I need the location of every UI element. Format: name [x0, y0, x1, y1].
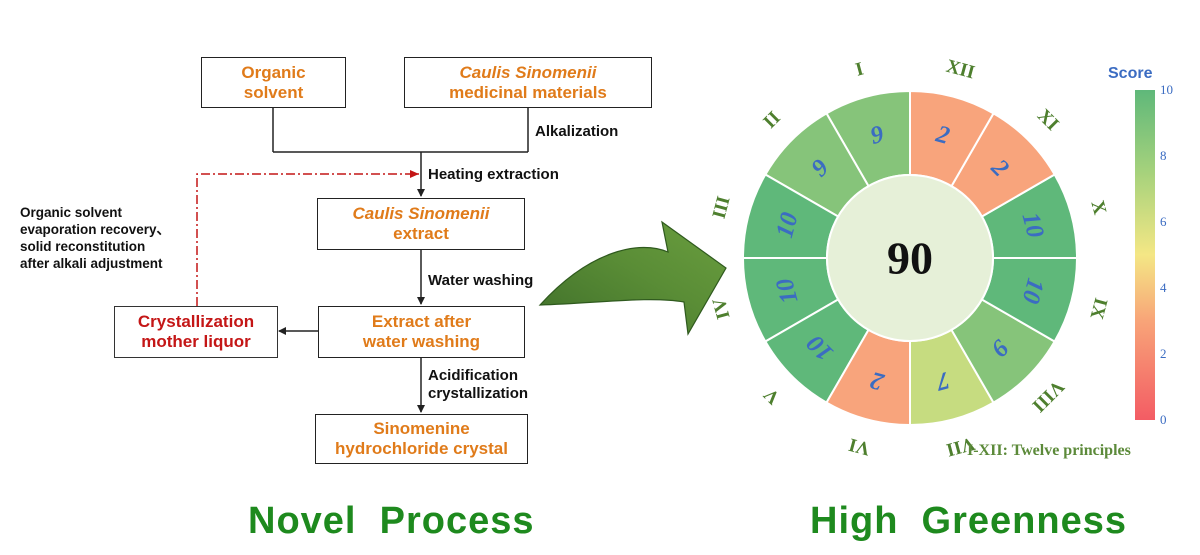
extract-box: Caulis Sinomenii extract — [317, 198, 525, 250]
label-water-washing: Water washing — [428, 272, 534, 289]
crystal-line2: hydrochloride crystal — [335, 439, 508, 458]
wheel-center — [826, 174, 994, 342]
label-acidification: Acidification crystallization — [428, 367, 528, 403]
extract-line2: extract — [393, 224, 449, 243]
recovery-note: Organic solvent evaporation recovery、 so… — [20, 204, 170, 272]
washed-extract-line1: Extract after — [371, 312, 472, 331]
colorbar-tick-0: 0 — [1160, 412, 1167, 427]
organic-solvent-line2: solvent — [243, 82, 304, 102]
caulis-materials-box: Caulis Sinomenii medicinal materials — [404, 57, 652, 108]
caulis-materials-line1: Caulis Sinomenii — [459, 62, 597, 82]
organic-solvent-line1: Organic — [241, 62, 306, 82]
extract-line1: Caulis Sinomenii — [352, 204, 490, 223]
footer-novel-process: Novel Process — [248, 500, 535, 542]
wheel-numeral-viii: VIII — [1028, 376, 1068, 416]
colorbar-title: Score — [1108, 65, 1153, 82]
big-green-arrow — [538, 220, 727, 336]
recovery-note-line3: solid reconstitution — [20, 239, 146, 254]
recovery-note-line4: after alkali adjustment — [20, 256, 163, 271]
crystal-line1: Sinomenine — [373, 419, 470, 438]
mother-liquor-line1: Crystallization — [137, 312, 255, 331]
washed-extract-box: Extract after water washing — [318, 306, 525, 358]
footer-high-greenness: High Greenness — [810, 500, 1127, 542]
colorbar-tick-4: 4 — [1160, 280, 1167, 295]
colorbar-tick-10: 10 — [1160, 82, 1173, 97]
recovery-note-line1: Organic solvent — [20, 205, 123, 220]
label-acidification-line2: crystallization — [428, 385, 529, 402]
colorbar-tick-8: 8 — [1160, 148, 1167, 163]
wheel-numeral-xi: XI — [1033, 105, 1063, 135]
washed-extract-line2: water washing — [362, 332, 481, 351]
wheel-center-score: 90 — [887, 233, 933, 284]
colorbar-tick-6: 6 — [1160, 214, 1167, 229]
mother-liquor-line2: mother liquor — [141, 332, 251, 351]
principles-note: I-XII: Twelve principles — [967, 442, 1131, 459]
crystal-box: Sinomenine hydrochloride crystal — [315, 414, 528, 464]
wheel-numeral-v: V — [760, 383, 785, 408]
wheel-numeral-xii: XII — [944, 56, 977, 84]
wheel-numeral-iii: III — [709, 194, 735, 221]
score-colorbar — [1135, 90, 1155, 420]
wheel-numeral-vi: VI — [847, 433, 873, 459]
caulis-materials-line2: medicinal materials — [449, 82, 607, 102]
colorbar-tick-2: 2 — [1160, 346, 1167, 361]
label-heating-extraction: Heating extraction — [428, 166, 559, 183]
label-alkalization: Alkalization — [535, 123, 619, 140]
wheel-numeral-ix: IX — [1085, 296, 1111, 322]
wheel-numeral-ii: II — [759, 107, 784, 132]
organic-solvent-box: Organic solvent — [201, 57, 346, 108]
wheel-numeral-iv: IV — [709, 295, 735, 321]
recovery-note-line2: evaporation recovery、 — [20, 222, 171, 237]
mother-liquor-box: Crystallization mother liquor — [114, 306, 278, 358]
label-acidification-line1: Acidification — [428, 367, 519, 384]
wheel-numeral-x: X — [1086, 198, 1110, 217]
wheel-numeral-i: I — [853, 59, 866, 81]
